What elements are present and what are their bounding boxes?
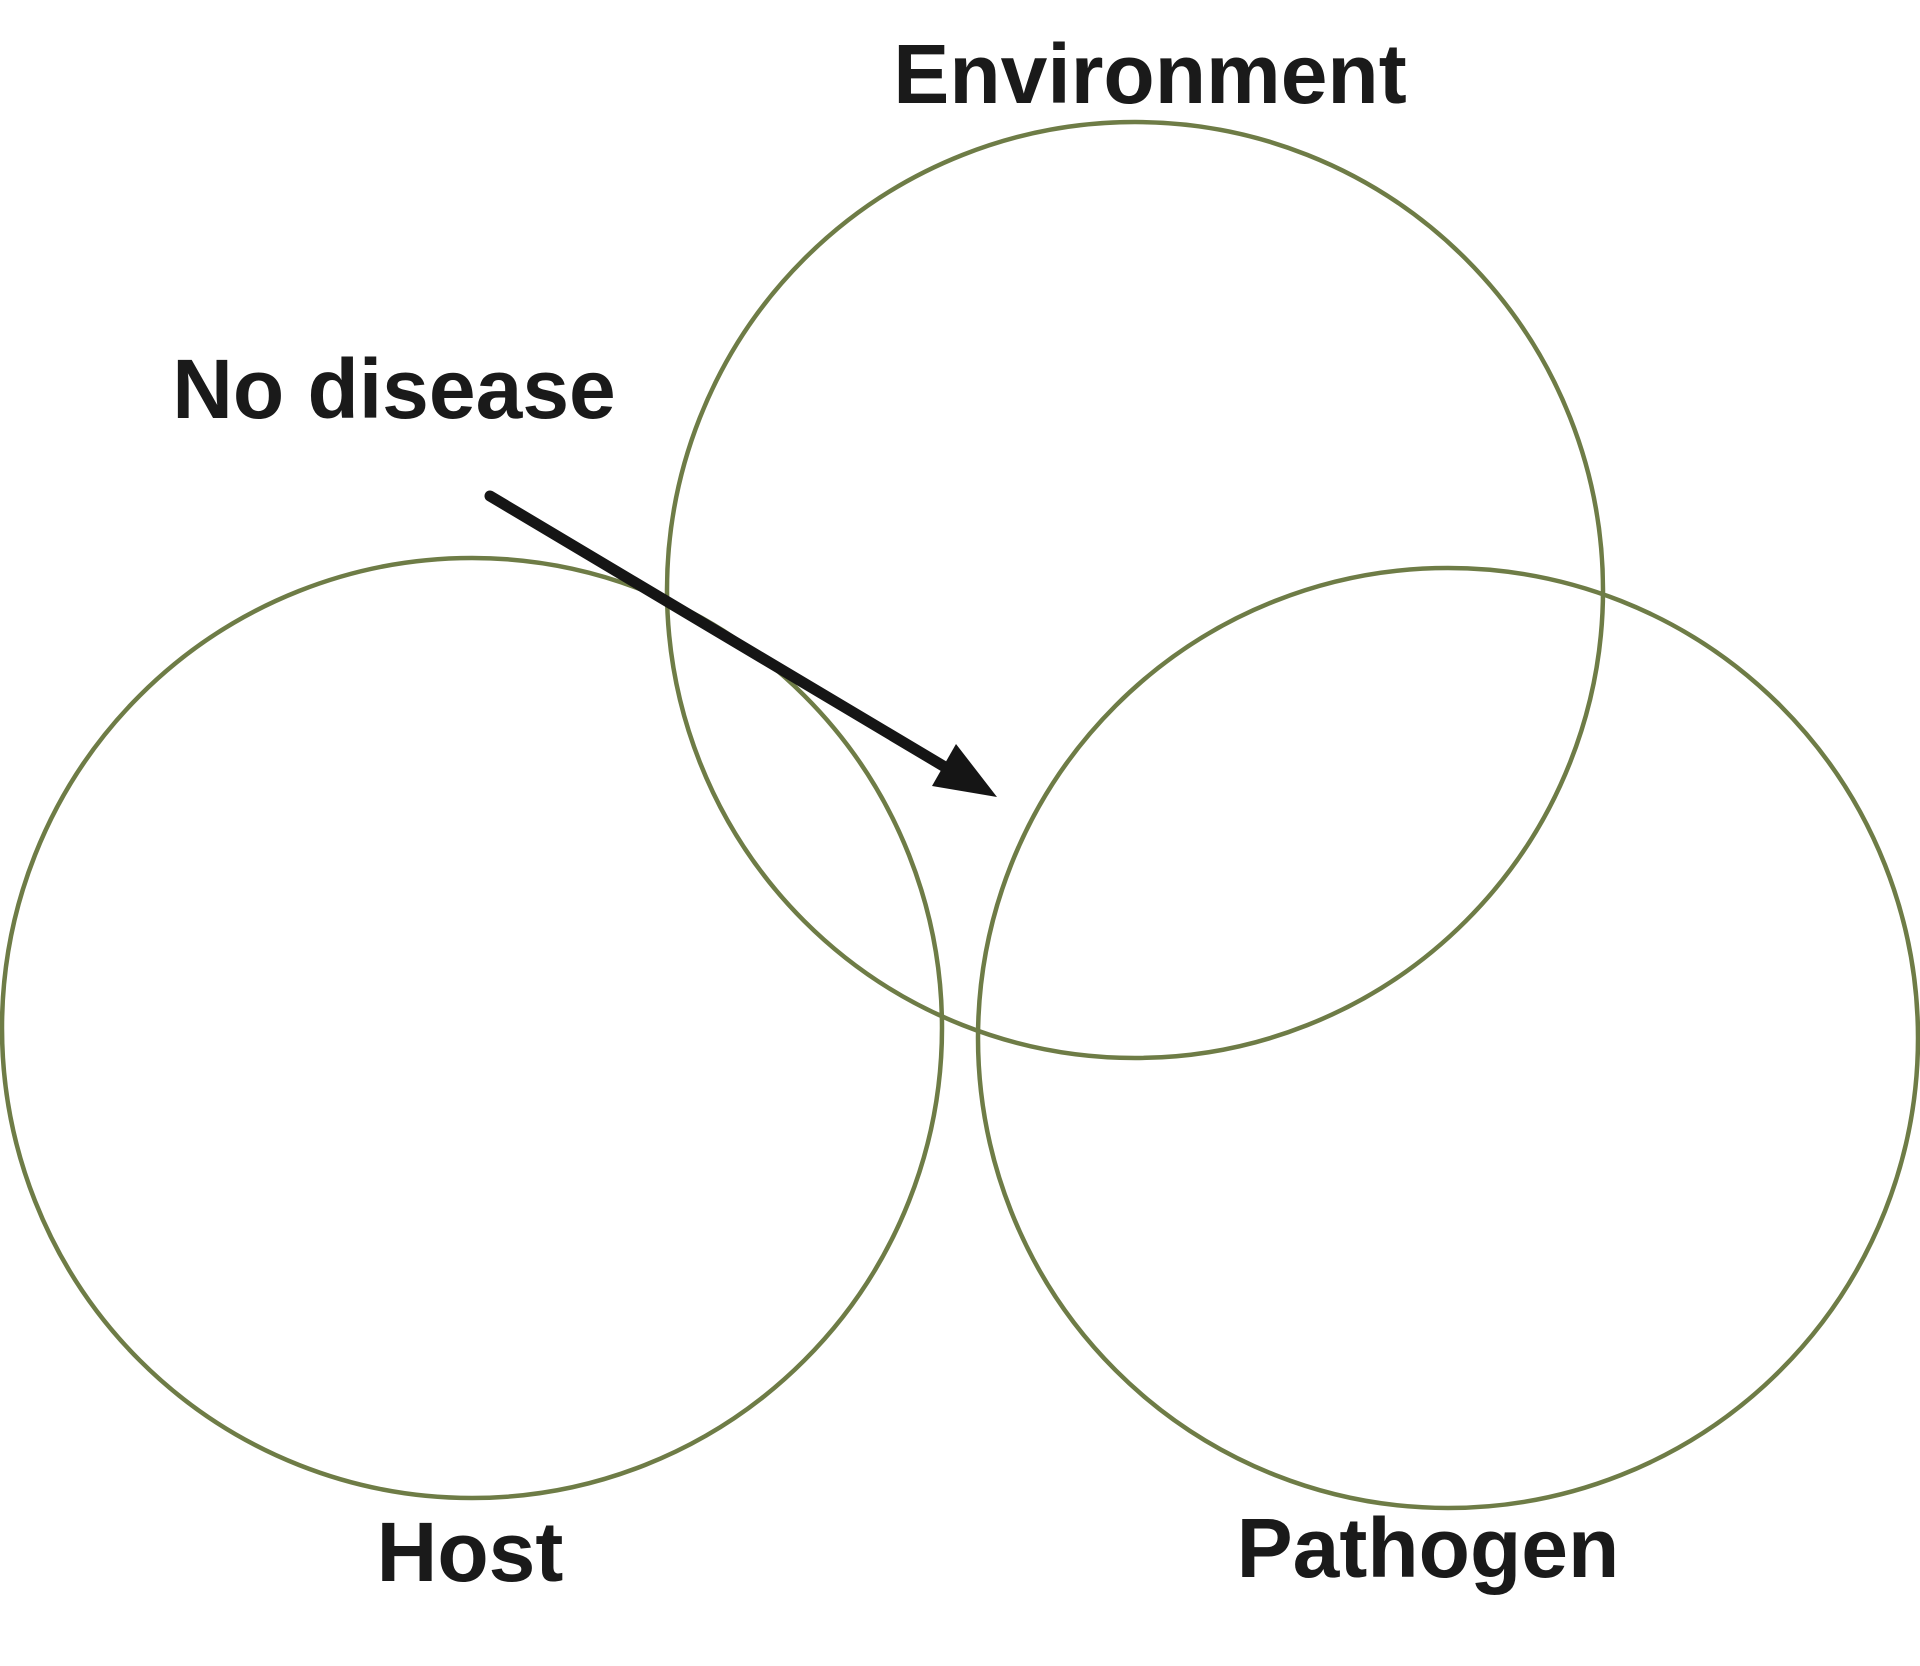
environment-label: Environment [893, 27, 1407, 121]
pathogen-circle [975, 565, 1920, 1511]
no-disease-arrow-icon [484, 490, 997, 797]
no-disease-label: No disease [172, 342, 616, 436]
environment-circle [664, 119, 1606, 1061]
host-circle [0, 555, 945, 1501]
pathogen-label: Pathogen [1236, 1501, 1620, 1595]
host-label: Host [376, 1505, 564, 1599]
